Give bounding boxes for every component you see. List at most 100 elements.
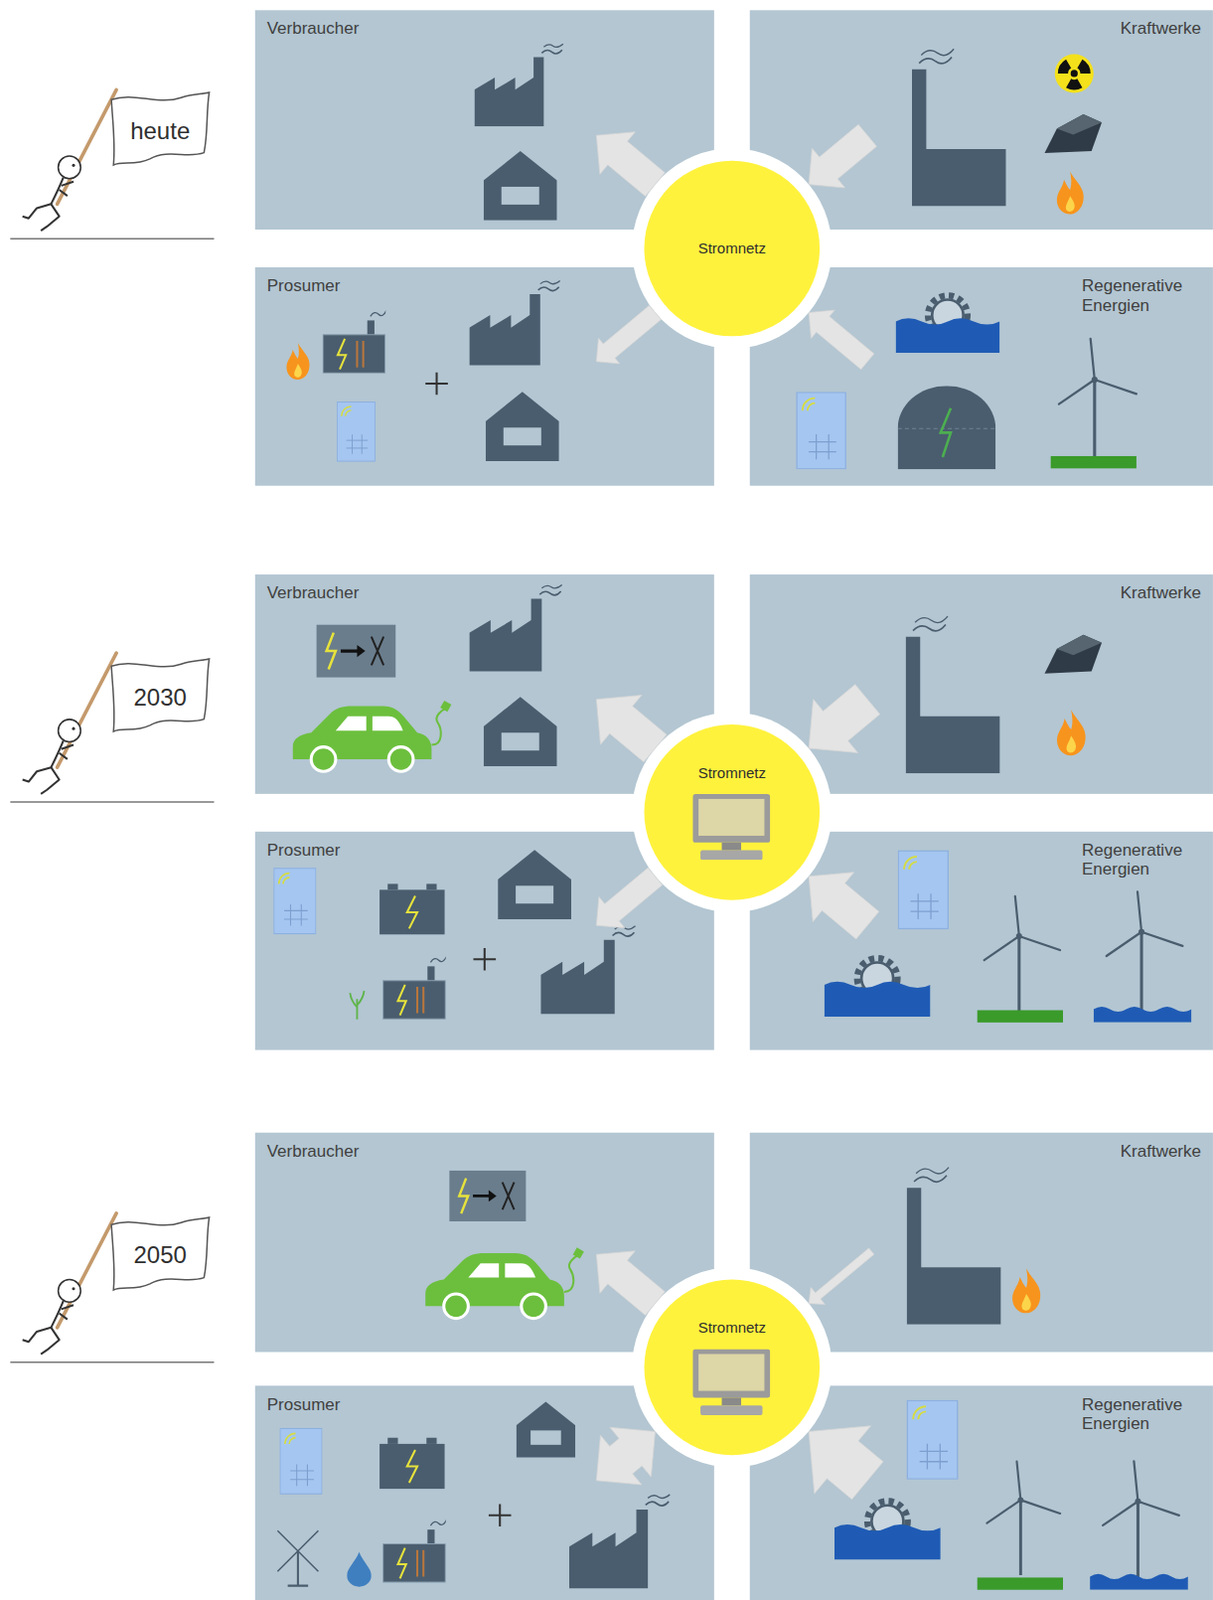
nuclear-icon <box>1055 53 1094 93</box>
panel-title: Regenerative Energien <box>1081 276 1202 315</box>
year-flag: 2050 <box>108 1213 213 1296</box>
solar-panel-icon <box>898 850 948 928</box>
sector-panel: Kraftwerke <box>750 574 1213 794</box>
panel-ground <box>255 1384 715 1600</box>
panel-title: Kraftwerke <box>1120 583 1202 604</box>
flow-arrow <box>808 124 877 188</box>
sector-panel: Prosumer <box>255 831 715 1051</box>
panel-title: Verbraucher <box>267 1141 360 1162</box>
grid-ring <box>631 712 832 912</box>
sector-panel: Regenerative Energien <box>750 831 1213 1051</box>
solar-panel-icon <box>336 402 375 462</box>
grid-disc <box>643 160 820 337</box>
house-icon <box>485 391 560 461</box>
sector-panel: Regenerative Energien <box>750 1385 1213 1600</box>
grid-circle: Stromnetz <box>631 148 832 348</box>
panel-grounds <box>255 9 1213 1600</box>
panel-ground <box>255 9 715 230</box>
flow-arrow <box>808 1247 875 1305</box>
water-wheel-icon <box>824 957 931 1017</box>
panel-ground <box>750 831 1213 1051</box>
gas-flame-icon <box>1057 171 1084 215</box>
grid-circle: Stromnetz <box>631 712 832 912</box>
flow-arrow <box>596 304 661 364</box>
house-icon <box>483 696 558 766</box>
power-plant-icon <box>911 48 1006 206</box>
flag-runner <box>9 1213 214 1363</box>
grid-ring <box>631 148 832 348</box>
sector-panel: Regenerative Energien <box>750 267 1213 486</box>
factory-icon <box>540 925 635 1015</box>
flow-arrow <box>808 309 875 370</box>
flag-outline <box>111 92 209 165</box>
grid-discs <box>631 148 832 1467</box>
grass-strip <box>977 1576 1063 1589</box>
coal-icon <box>1045 634 1103 674</box>
grid-disc <box>643 1279 820 1456</box>
wind-turbine-icon <box>986 1461 1061 1575</box>
panel-title: Prosumer <box>267 1394 341 1415</box>
house-icon <box>516 1400 577 1457</box>
flag-outline <box>111 1216 209 1290</box>
panel-title: Verbraucher <box>267 18 360 39</box>
panel-title: Kraftwerke <box>1120 1141 1202 1162</box>
sector-panel: Verbraucher <box>255 9 715 230</box>
flow-arrow <box>808 872 880 939</box>
factory-icon <box>468 280 560 365</box>
icons-2050 <box>277 1167 1188 1590</box>
power-plant-icon <box>907 1167 1001 1325</box>
plus-sign <box>425 372 449 396</box>
year-label: 2030 <box>134 683 187 712</box>
flow-arrow <box>808 1425 884 1500</box>
panel-ground <box>750 574 1213 794</box>
power-plant-icon <box>906 615 1000 773</box>
grass-strip <box>977 1010 1063 1023</box>
flag-runner <box>9 652 214 802</box>
panel-title: Verbraucher <box>267 583 360 604</box>
gas-flame-icon <box>1057 709 1086 756</box>
house-icon <box>497 849 572 919</box>
chp-icon <box>383 1518 448 1582</box>
year-label: heute <box>130 117 190 146</box>
runners <box>9 89 214 1362</box>
panel-ground <box>255 574 715 794</box>
small-turbine-icon <box>277 1529 318 1585</box>
panel-ground <box>255 831 715 1051</box>
icons-today <box>286 43 1136 469</box>
panel-title: Prosumer <box>267 840 341 861</box>
sector-panel: Kraftwerke <box>750 9 1213 230</box>
sector-panel: Prosumer <box>255 267 715 486</box>
factory-icon <box>569 1494 670 1588</box>
monitor-icon <box>692 793 770 860</box>
grid-label: Stromnetz <box>698 239 766 257</box>
wind-turbine-icon <box>1059 338 1137 459</box>
biomass-icon <box>349 990 364 1020</box>
year-label: 2050 <box>134 1240 187 1269</box>
factory-icon <box>468 585 562 672</box>
grid-circle: Stromnetz <box>631 1266 832 1467</box>
factory-icon <box>474 43 564 127</box>
monitor-icon <box>692 1349 770 1415</box>
solar-panel-icon <box>274 868 316 934</box>
sector-panel: Verbraucher <box>255 1132 715 1353</box>
grid-disc <box>643 724 820 901</box>
panel-title: Kraftwerke <box>1120 18 1202 39</box>
sector-panel: Kraftwerke <box>750 1132 1213 1353</box>
sea-waves <box>1093 1006 1193 1023</box>
sector-panel: Verbraucher <box>255 574 715 794</box>
flow-arrow <box>596 867 662 928</box>
power-to-x-icon <box>449 1170 526 1221</box>
solar-panel-icon <box>796 392 846 469</box>
wind-turbine-icon <box>984 896 1061 1014</box>
panel-title: Prosumer <box>267 276 341 297</box>
water-wheel-icon <box>896 295 1001 353</box>
house-icon <box>483 151 558 221</box>
panel-ground <box>750 1384 1213 1600</box>
panel-ground <box>750 9 1213 230</box>
flag-outline <box>111 658 209 732</box>
coal-icon <box>1045 114 1103 153</box>
water-wheel-icon <box>834 1500 941 1559</box>
year-flag: 2030 <box>108 655 213 738</box>
